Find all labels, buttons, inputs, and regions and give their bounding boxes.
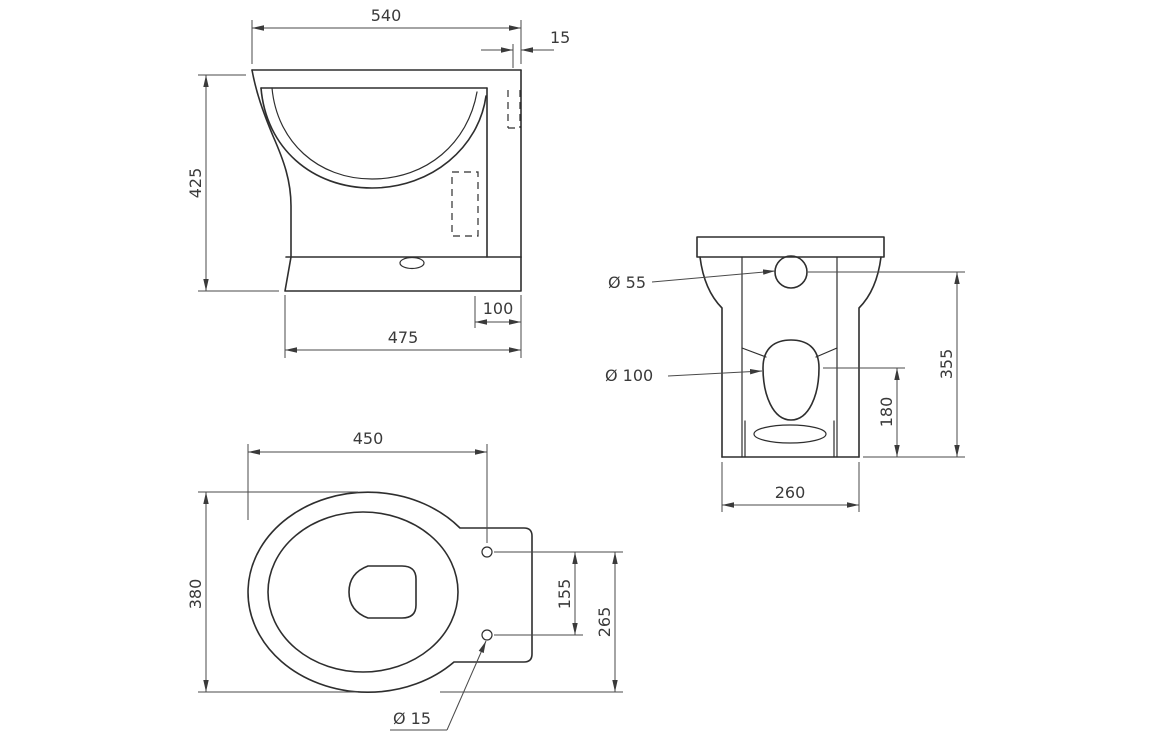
rear-bracket-sides (744, 420, 835, 458)
rear-top-hole (774, 255, 808, 289)
rear-left-side (699, 256, 723, 458)
dim-450-label: 450 (353, 429, 384, 448)
side-front-profile (251, 69, 292, 258)
side-hidden-trap (451, 171, 479, 237)
rear-funnel-braces (741, 347, 838, 358)
plan-drain-shape (348, 565, 417, 619)
side-outlet-hole (399, 256, 425, 270)
label-dia-100: Ø 100 (605, 366, 653, 385)
side-hidden-inlet (507, 90, 521, 129)
rear-view: Ø 55 Ø 100 355 180 260 (605, 236, 965, 512)
plan-hinge-hole-bottom (481, 629, 493, 641)
rear-base-outlet (753, 424, 827, 444)
label-dia-55: Ø 55 (608, 273, 646, 292)
dim-475-label: 475 (388, 328, 419, 347)
dim-100-label: 100 (483, 299, 514, 318)
dim-425-label: 425 (186, 168, 205, 199)
side-bowl-inner-curve (271, 87, 478, 180)
rear-outlet-funnel (762, 339, 820, 421)
dim-15-label: 15 (550, 28, 570, 47)
dim-355-label: 355 (937, 349, 956, 380)
rear-top-plate (696, 236, 885, 258)
rear-right-side (858, 256, 882, 458)
dim-180-label: 180 (877, 397, 896, 428)
leader-dia-15 (446, 640, 487, 731)
leader-dia-100 (667, 368, 763, 377)
plan-rim-inner (267, 511, 459, 673)
plan-hinge-hole-top (481, 546, 493, 558)
side-foot-outline (284, 256, 522, 292)
side-view: 540 15 425 100 475 (186, 6, 570, 358)
dim-380-label: 380 (186, 579, 205, 610)
dim-265-label: 265 (595, 607, 614, 638)
dim-260-label: 260 (775, 483, 806, 502)
dim-155-label: 155 (555, 579, 574, 610)
dim-540-label: 540 (371, 6, 402, 25)
side-bowl-outer-curve (260, 87, 487, 189)
leader-dia-55 (651, 269, 776, 283)
label-dia-15: Ø 15 (393, 709, 431, 728)
plan-outer-outline (247, 491, 533, 693)
plan-view: 450 380 155 265 Ø 15 (186, 429, 623, 731)
